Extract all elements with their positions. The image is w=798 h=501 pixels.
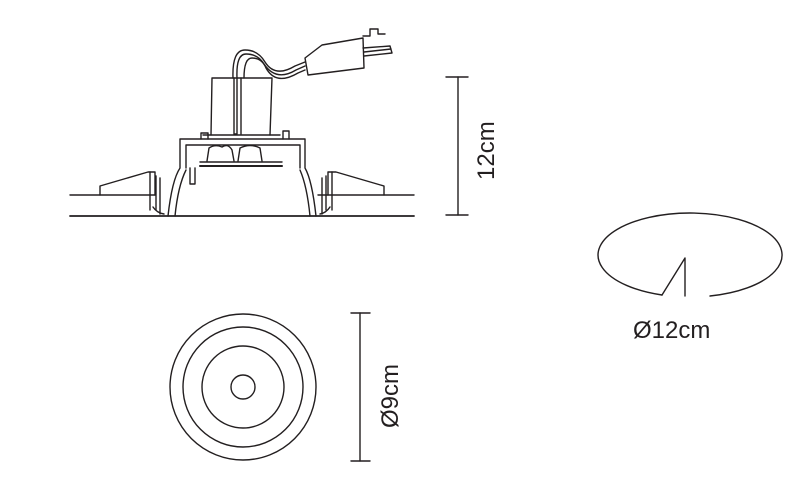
outer-ring (169, 313, 317, 461)
cutout-ellipse (597, 212, 783, 297)
driver-box (210, 77, 273, 136)
bottom-view (169, 313, 317, 461)
wire-3 (243, 57, 306, 80)
height-dimension (445, 76, 469, 216)
reflector-ring (201, 345, 285, 429)
housing-body (167, 138, 317, 217)
wire-1 (232, 49, 306, 79)
cutout-label: Ø12cm (633, 317, 710, 344)
trim-ring (182, 326, 304, 448)
cutout-view (597, 212, 783, 297)
diameter-label: Ø9cm (377, 364, 404, 428)
connector-pins (362, 28, 393, 57)
led-module-left (206, 144, 235, 162)
lens (230, 374, 256, 400)
cutout-marker (661, 257, 686, 297)
wire-2 (236, 53, 306, 79)
side-view (69, 28, 415, 217)
right-spring-clip (327, 171, 385, 196)
connector (304, 37, 365, 76)
left-spring-clip (99, 171, 156, 196)
height-label: 12cm (473, 121, 500, 180)
led-module-right (237, 144, 263, 162)
diameter-dimension (350, 312, 371, 462)
